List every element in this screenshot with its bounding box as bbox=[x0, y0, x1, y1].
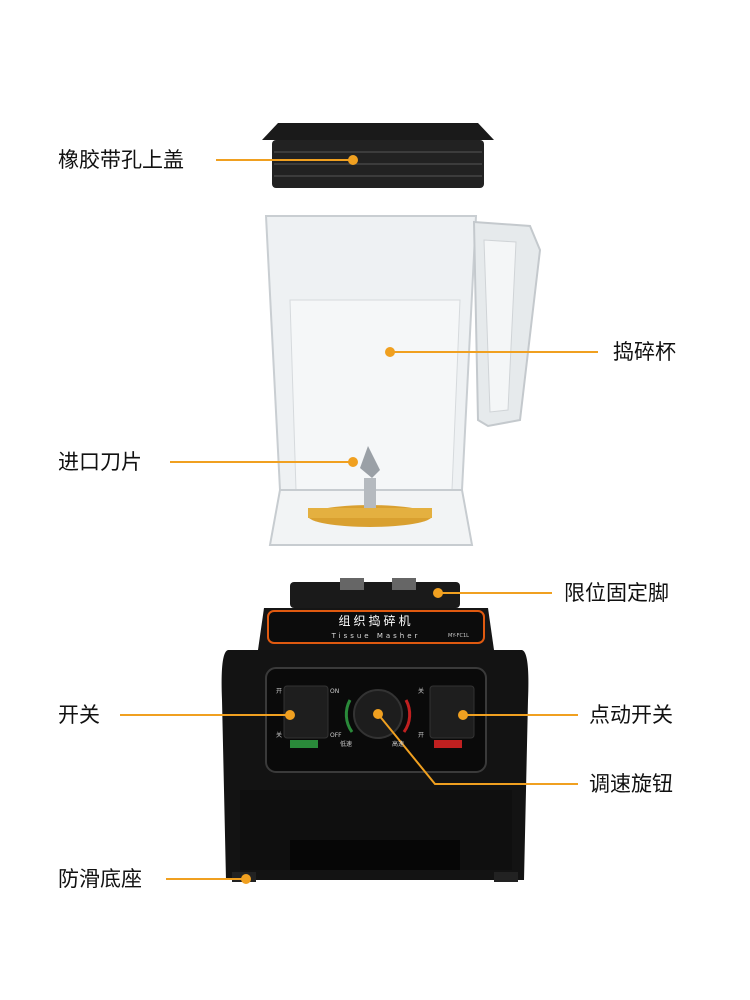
label-pulse: 点动开关 bbox=[589, 703, 673, 727]
label-jar: 捣碎杯 bbox=[613, 340, 676, 364]
speed-low: 低速 bbox=[340, 740, 352, 748]
pulse-off-cn: 关 bbox=[418, 687, 424, 695]
switch-off-cn: 关 bbox=[276, 731, 282, 739]
label-blade: 进口刀片 bbox=[58, 450, 142, 474]
switch-on-en: ON bbox=[330, 688, 339, 695]
device-title-en: Tissue Masher bbox=[331, 632, 421, 640]
switch-on-cn: 开 bbox=[276, 688, 282, 695]
label-base: 防滑底座 bbox=[58, 867, 142, 891]
label-lid: 橡胶带孔上盖 bbox=[58, 148, 184, 172]
label-switch: 开关 bbox=[58, 703, 100, 727]
device-title-cn: 组织捣碎机 bbox=[338, 613, 413, 628]
base bbox=[221, 578, 529, 882]
device-model: MY-FC1L bbox=[448, 633, 469, 639]
label-feet: 限位固定脚 bbox=[564, 581, 669, 605]
switch-off-en: OFF bbox=[330, 732, 342, 739]
pulse-on-cn: 开 bbox=[418, 732, 424, 739]
leader-knob bbox=[377, 713, 578, 785]
speed-high: 高速 bbox=[392, 740, 404, 748]
jar bbox=[264, 215, 542, 546]
label-knob: 调速旋钮 bbox=[589, 772, 673, 796]
lid bbox=[262, 123, 494, 188]
